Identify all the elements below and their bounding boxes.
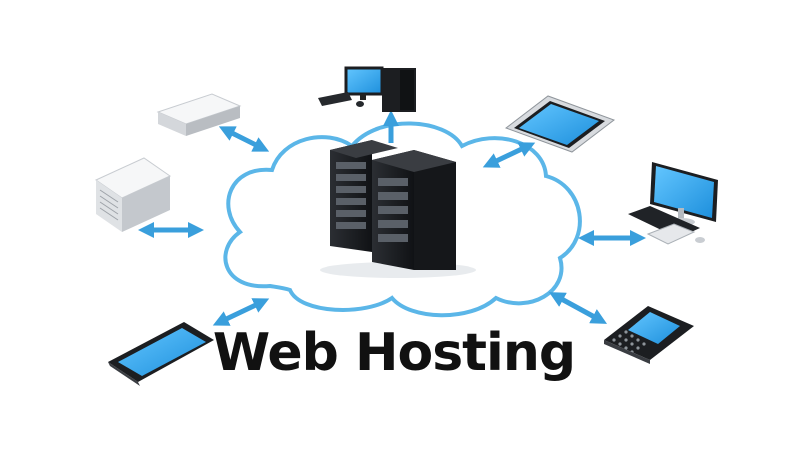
arrow-smartphone: [212, 298, 270, 326]
network-box-icon: [156, 93, 242, 136]
tower-pc-icon: [94, 157, 172, 232]
cloud-outline: [220, 119, 585, 320]
monitor-keyboard-icon: [628, 162, 718, 245]
arrow-network-box: [218, 126, 270, 152]
server-rack-icon: [320, 140, 476, 278]
web-hosting-title: Web Hosting: [212, 323, 576, 383]
arrow-mobile-phone: [548, 292, 608, 324]
mobile-phone-icon: [604, 306, 694, 364]
connection-arrows: [137, 109, 647, 326]
desktop-computer-icon: [318, 66, 416, 112]
tablet-icon: [504, 95, 616, 153]
arrow-tablet: [482, 142, 536, 168]
smartphone-icon: [108, 322, 214, 386]
